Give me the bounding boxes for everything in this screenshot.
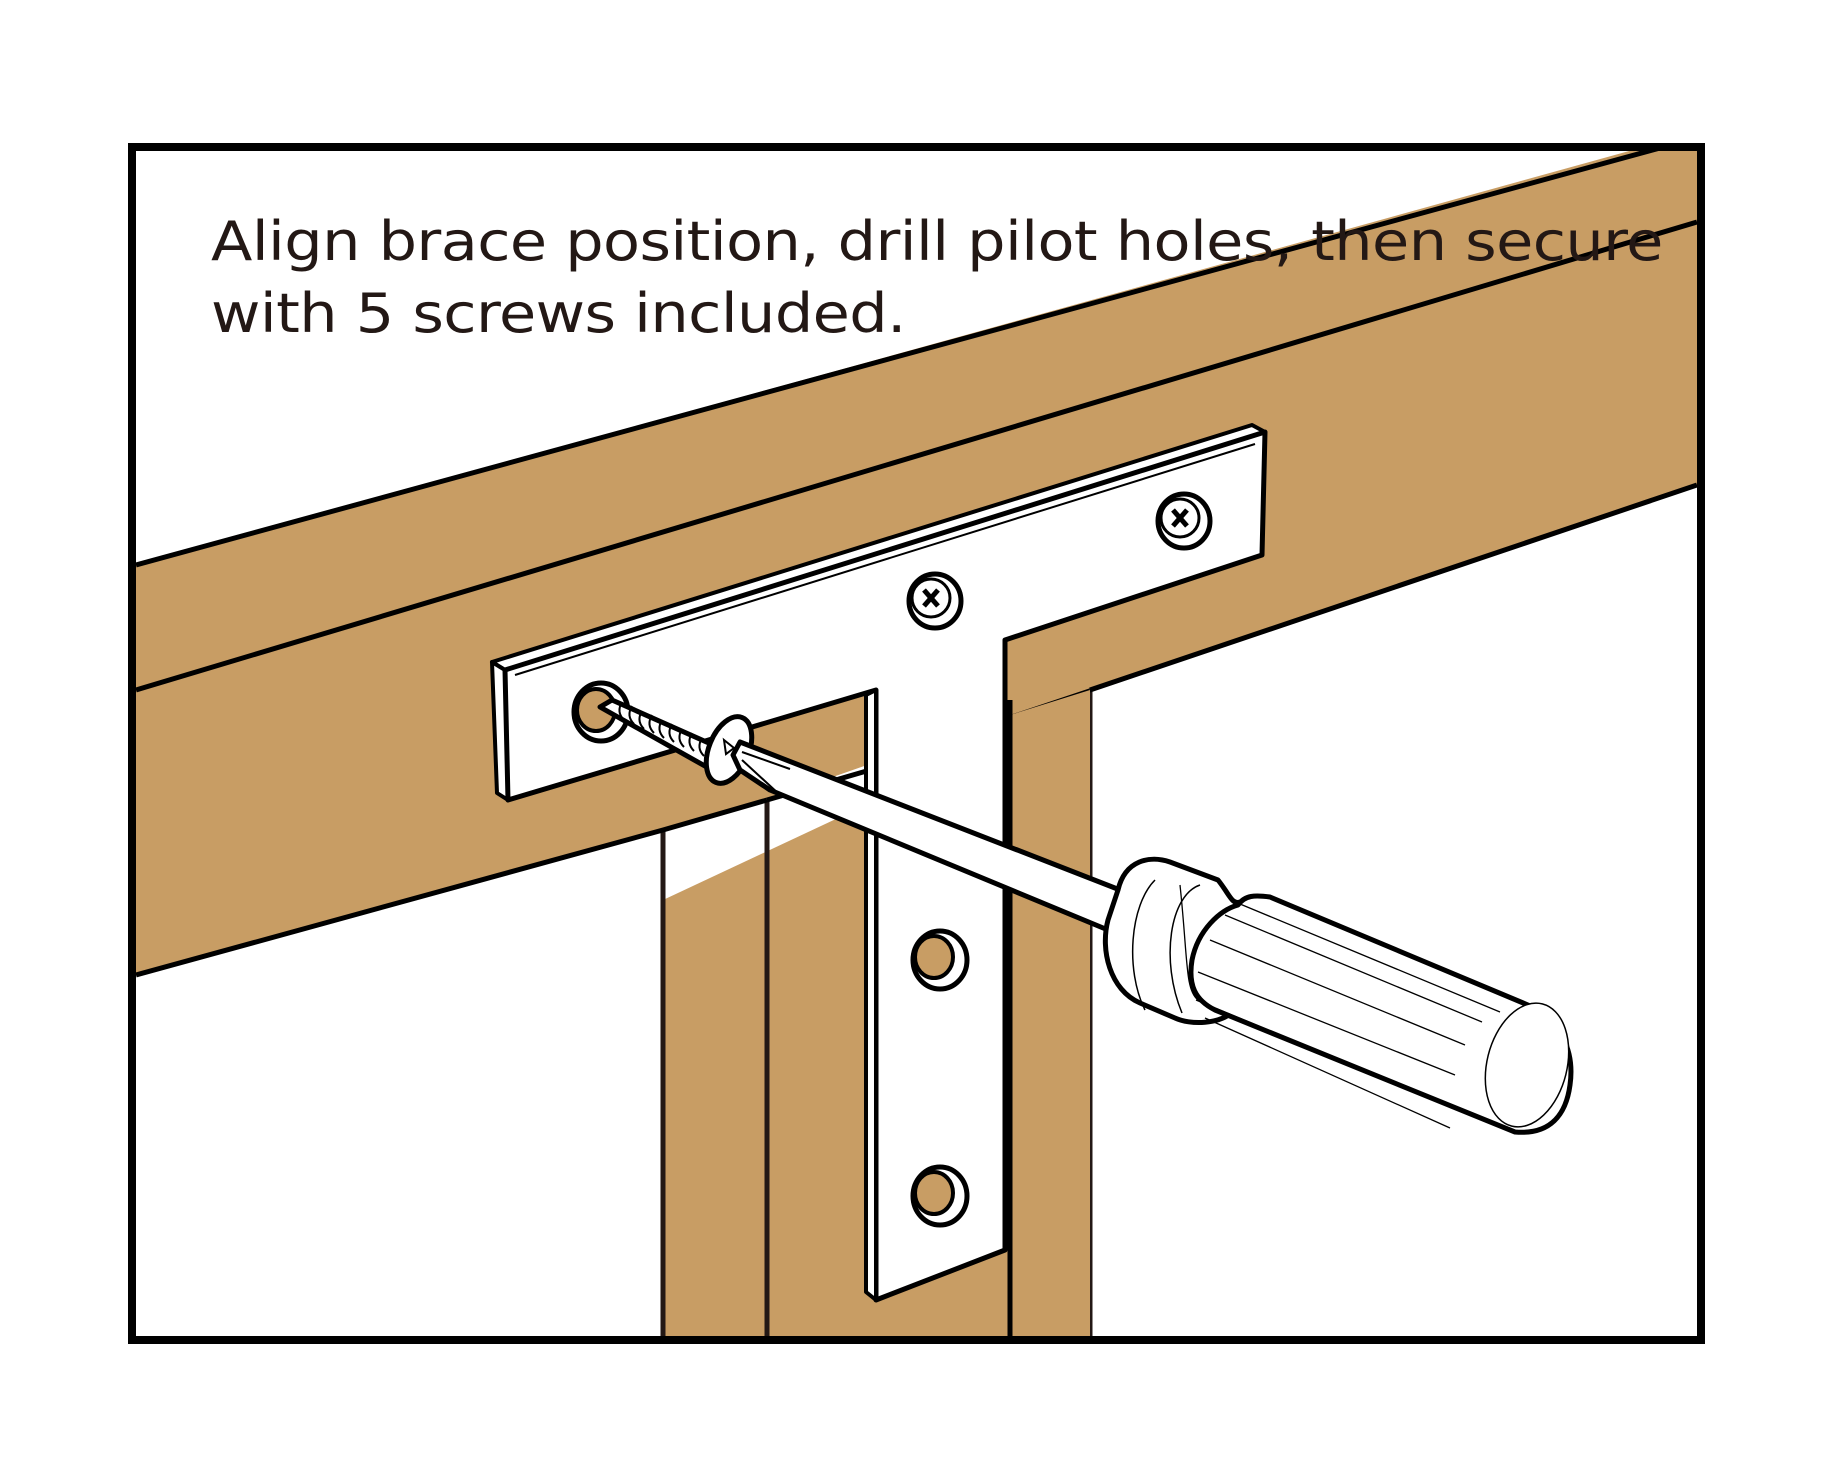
frame-border	[128, 143, 1705, 1344]
pilot-hole-target	[571, 680, 631, 744]
installed-screw-1	[906, 571, 964, 631]
t-brace-plate	[490, 423, 1268, 1303]
instruction-text: Align brace position, drill pilot holes,…	[211, 206, 1801, 350]
right-post-section	[1007, 690, 1090, 1336]
installed-screw-2	[1155, 491, 1213, 551]
empty-hole-2	[910, 1164, 970, 1228]
instruction-line-2: with 5 screws included.	[211, 282, 906, 345]
screwdriver	[730, 739, 1574, 1135]
instruction-line-1: Align brace position, drill pilot holes,…	[211, 210, 1663, 273]
empty-hole-1	[910, 928, 970, 992]
